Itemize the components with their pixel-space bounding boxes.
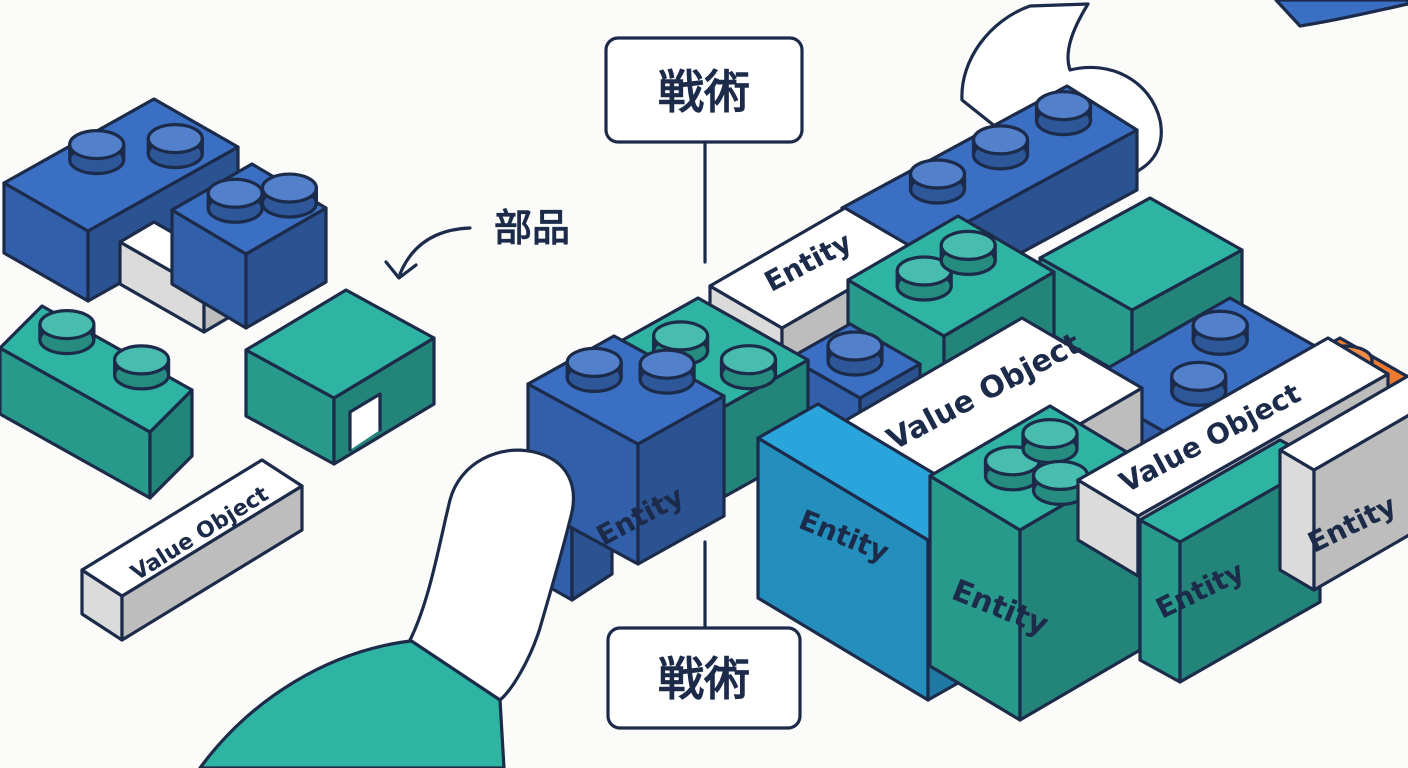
asm-blue-long-back-stud-1 [971, 124, 1030, 171]
callout-top: 戦術 [604, 36, 804, 264]
hands-front [198, 448, 575, 768]
loose-teal-brick-stud-1 [113, 344, 171, 391]
asm-blue-long-back-stud-2 [1034, 90, 1093, 137]
asm-blue-right-mid-stud-1 [1170, 360, 1228, 407]
parts-label: 部品 [494, 206, 570, 250]
loose-teal-brick [0, 304, 194, 500]
callout-bottom-label: 戦術 [658, 652, 750, 706]
loose-blue-brick-large-stud-1 [146, 123, 204, 170]
loose-teal-block [244, 288, 436, 466]
asm-blue-center-stud-0 [826, 330, 884, 377]
loose-blue-brick-large-stud-0 [68, 129, 126, 176]
asm-teal-back-right-top-face [1038, 196, 1244, 312]
loose-blue-brick-small-stud-1 [260, 172, 318, 219]
loose-teal-brick-stud-0 [38, 309, 96, 356]
asm-white-value-object-right-top-face [1076, 336, 1390, 518]
loose-blue-brick-small-stud-0 [206, 177, 264, 224]
blocks [0, 84, 1408, 722]
callout-bottom: 戦術 [606, 540, 802, 730]
asm-teal-entity-front-stud-1 [1021, 418, 1079, 465]
loose-teal-block-notch [348, 392, 382, 452]
asm-white-entity-far-right-top-face [1278, 374, 1408, 472]
asm-teal-center-left-stud-1 [719, 344, 778, 391]
asm-white-entity-far-right [1278, 374, 1408, 592]
asm-teal-entity-front-stud-2 [1031, 459, 1090, 506]
loose-blue-brick-large [2, 97, 240, 303]
loose-blue-brick-small [170, 162, 328, 330]
asm-teal-top-center-stud-1 [939, 229, 997, 276]
asm-blue-right-mid-stud-0 [1191, 309, 1249, 356]
loose-value-object-tile-top-face [80, 458, 304, 598]
asm-blue-long-back-stud-0 [908, 158, 967, 205]
loose-value-object-tile [80, 458, 304, 642]
callout-top-label: 戦術 [658, 65, 750, 119]
asm-blue-entity-main-stud-1 [638, 348, 696, 395]
callout-parts: 部品 [384, 206, 570, 280]
asm-blue-entity-main-stud-0 [565, 346, 623, 393]
loose-teal-block-top-face [244, 288, 436, 400]
hand-icon [408, 448, 575, 702]
sleeve-top-right [1274, 0, 1408, 28]
asm-white-entity-far-right-left-face [1278, 448, 1316, 592]
